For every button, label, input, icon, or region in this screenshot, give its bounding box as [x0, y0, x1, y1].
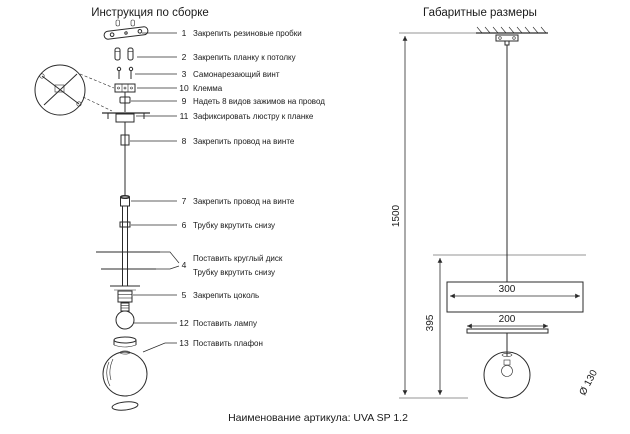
callout-label: Закрепить планку к потолку [193, 53, 296, 62]
callout-label: Клемма [193, 84, 223, 93]
callout-num: 13 [179, 338, 189, 348]
callout-label: Трубку вкрутить снизу [193, 268, 275, 277]
ceiling [476, 26, 548, 34]
canopy [102, 112, 150, 123]
callout-num: 11 [180, 111, 189, 121]
callout-num: 4 [182, 260, 187, 270]
callouts: 1 Закрепить резиновые пробки 2 Закрепить… [130, 28, 325, 353]
callout-label: Закрепить резиновые пробки [193, 29, 302, 38]
callout-label: Надеть 8 видов зажимов на провод [193, 97, 325, 106]
article-name: Наименование артикула: UVA SP 1.2 [228, 412, 408, 424]
callout-num: 12 [179, 318, 189, 328]
callout-num: 5 [182, 290, 187, 300]
dim-diameter-label: Ø 130 [578, 368, 601, 398]
wire-connector [120, 134, 130, 146]
dim-1500-label: 1500 [391, 204, 402, 227]
leader-4b [156, 265, 180, 270]
callout-num: 2 [182, 52, 187, 62]
callout-num: 7 [182, 196, 187, 206]
callout-label: Поставить лампу [193, 319, 257, 328]
globe-shade [102, 350, 148, 397]
dim-395-label: 395 [425, 314, 436, 331]
terminal-block [114, 83, 136, 93]
leader-4a [160, 251, 180, 264]
callout-num: 6 [182, 220, 187, 230]
callout-label: Зафиксировать люстру к планке [193, 112, 314, 121]
mounting-bracket [495, 34, 519, 46]
callout-label: Поставить круглый диск [193, 254, 283, 263]
callout-label: Поставить плафон [193, 339, 263, 348]
dim-200-label: 200 [499, 314, 516, 325]
dimensions-diagram: 1500 395 300 200 Ø 130 [391, 26, 601, 399]
gasket-ring [111, 401, 139, 411]
tube-joint [119, 221, 131, 228]
cord-clips [119, 96, 131, 104]
dim-total-height: 1500 [391, 32, 476, 399]
dim-lower-height: 395 [425, 254, 586, 395]
callout-label: Закрепить цоколь [193, 291, 259, 300]
tube [119, 206, 131, 286]
callout-num: 8 [182, 136, 187, 146]
bar-screws [115, 19, 135, 27]
callout-num: 1 [182, 28, 187, 38]
disk-200: 200 [466, 314, 549, 334]
rod-top [120, 195, 130, 207]
right-panel-title: Габаритные размеры [423, 7, 537, 19]
rubber-plugs [114, 47, 134, 61]
self-tapping-screws [116, 66, 134, 79]
callout-num: 3 [182, 69, 187, 79]
ceiling-bar [103, 26, 149, 40]
detail-circle [34, 64, 115, 116]
callout-label: Трубку вкрутить снизу [193, 221, 275, 230]
callout-label: Закрепить провод на винте [193, 137, 295, 146]
callout-label: Самонарезающий винт [193, 70, 280, 79]
callout-num: 10 [179, 83, 189, 93]
assembly-diagram [34, 19, 160, 411]
left-panel-title: Инструкция по сборке [91, 7, 209, 19]
leader-13 [142, 342, 177, 353]
dim-300-label: 300 [499, 284, 516, 295]
socket [110, 285, 140, 303]
globe-dimensioned [483, 351, 531, 399]
fitter-ring [113, 336, 137, 348]
bulb [115, 302, 135, 330]
callout-num: 9 [182, 96, 187, 106]
top-plate-outline: 300 [446, 281, 584, 313]
callout-label: Закрепить провод на винте [193, 197, 295, 206]
